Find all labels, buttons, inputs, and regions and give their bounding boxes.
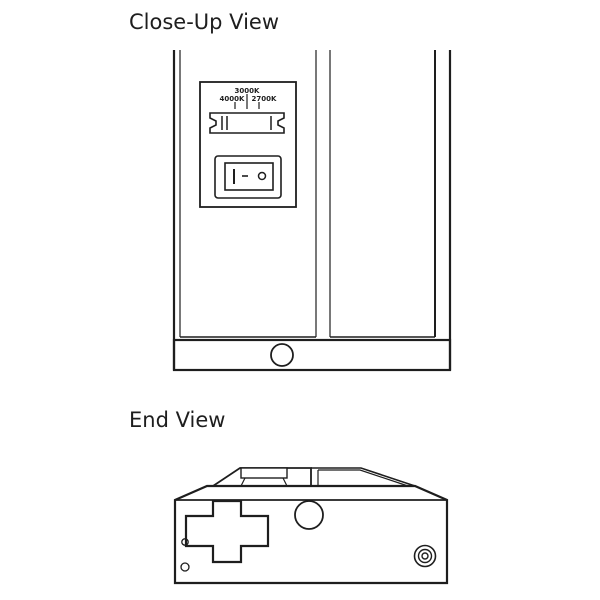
end-view-title: End View bbox=[129, 408, 226, 432]
cross-knockout-icon bbox=[184, 499, 270, 564]
end-view-fixture bbox=[173, 467, 449, 585]
cct-label-2700k: 2700K bbox=[252, 95, 277, 103]
round-opening-icon bbox=[294, 500, 324, 530]
cct-label-3000k: 3000K bbox=[235, 87, 260, 95]
screw-hole-top-left-icon bbox=[181, 538, 189, 546]
closeup-fixture bbox=[172, 50, 452, 372]
closeup-view-title: Close-Up View bbox=[129, 10, 279, 34]
end-view-switch bbox=[240, 467, 288, 479]
cct-selector[interactable]: 3000K 4000K 2700K bbox=[209, 87, 285, 134]
power-off-mark-icon bbox=[257, 171, 267, 181]
screw-hole-bottom-left-icon bbox=[180, 562, 190, 572]
slide-switch-body[interactable] bbox=[209, 112, 285, 134]
control-panel: 3000K 4000K 2700K bbox=[199, 81, 297, 208]
cct-label-4000k: 4000K bbox=[220, 95, 245, 103]
rocker-switch[interactable] bbox=[214, 155, 282, 199]
end-cap bbox=[172, 338, 452, 372]
end-cap-connector-icon bbox=[270, 343, 294, 367]
power-jack-icon bbox=[413, 544, 437, 568]
